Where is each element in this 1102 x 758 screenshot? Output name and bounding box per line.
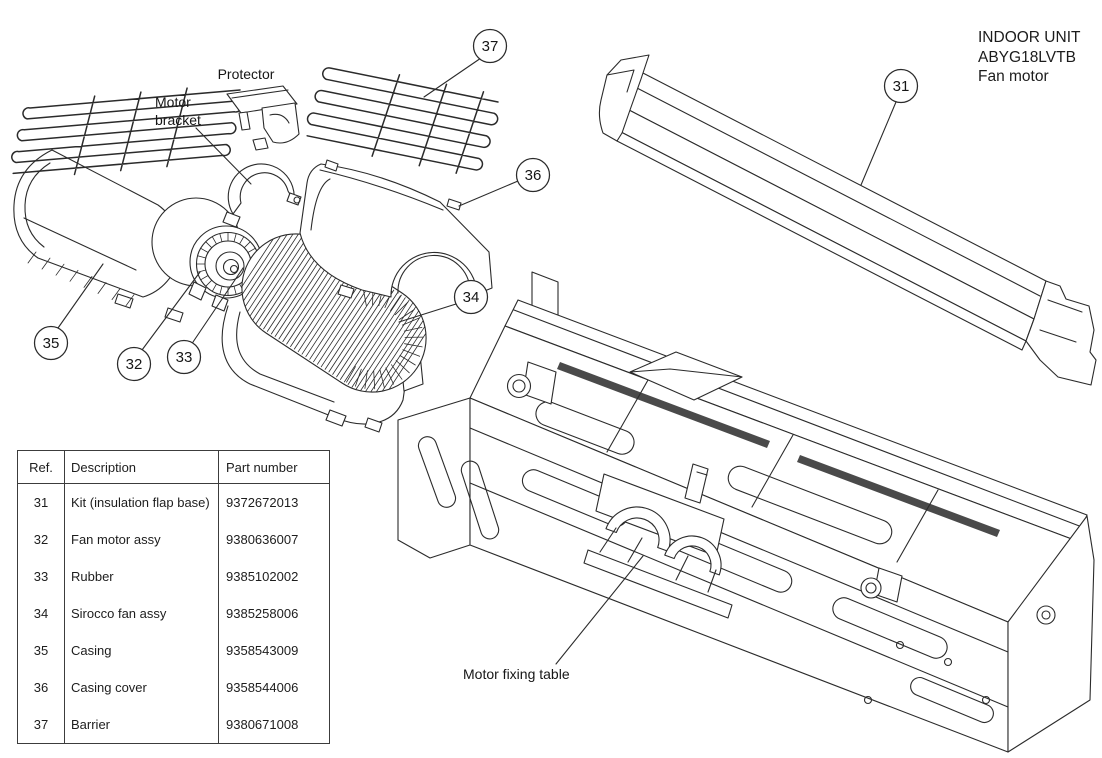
- table-row: 35 Casing 9358543009: [17, 632, 330, 669]
- motor-bracket-label-line2: bracket: [155, 112, 201, 128]
- row-part-number: 9385258006: [226, 606, 299, 621]
- casing-drawing: [13, 149, 184, 323]
- sirocco-fan-drawing: [241, 233, 427, 393]
- callout-31-number: 31: [893, 78, 910, 95]
- table-row: 31 Kit (insulation flap base) 9372672013: [17, 483, 330, 521]
- row-part-number: 9358544006: [226, 680, 299, 695]
- motor-bracket-drawing: [222, 163, 302, 228]
- parts-table: Ref. Description Part number 31 Kit (ins…: [17, 450, 330, 744]
- header-description: Description: [64, 450, 219, 484]
- parts-table-header-row: Ref. Description Part number: [17, 450, 330, 484]
- callout-33-number: 33: [176, 349, 193, 366]
- table-row: 32 Fan motor assy 9380636007: [17, 521, 330, 558]
- callout-37: 37: [472, 28, 508, 64]
- title-unit-type: INDOOR UNIT: [978, 29, 1081, 46]
- table-row: 34 Sirocco fan assy 9385258006: [17, 595, 330, 632]
- callout-32: 32: [116, 346, 152, 382]
- callout-35-number: 35: [43, 335, 60, 352]
- fan-end-fins: [346, 286, 424, 390]
- leader-37: [423, 57, 482, 98]
- callout-34: 34: [453, 279, 489, 315]
- leader-34: [398, 303, 457, 323]
- row-description: Barrier: [64, 706, 219, 744]
- callout-35: 35: [33, 325, 69, 361]
- row-ref: 32: [17, 521, 65, 558]
- motor-fixing-table-label: Motor fixing table: [463, 666, 570, 682]
- row-ref: 37: [17, 706, 65, 744]
- row-part-number: 9385102002: [226, 569, 299, 584]
- row-part-number: 9380671008: [226, 717, 299, 732]
- row-ref: 31: [17, 483, 65, 521]
- callout-32-number: 32: [126, 356, 143, 373]
- leader-motor-bracket: [195, 127, 252, 185]
- row-description: Fan motor assy: [64, 521, 219, 558]
- callout-34-number: 34: [463, 289, 480, 306]
- casing-hatching: [27, 251, 135, 307]
- callout-33: 33: [166, 339, 202, 375]
- fan-blades: [241, 233, 427, 393]
- left-shaft-boss: [506, 373, 532, 399]
- callout-36: 36: [515, 157, 551, 193]
- table-row: 36 Casing cover 9358544006: [17, 669, 330, 706]
- header-ref: Ref.: [17, 450, 65, 484]
- protector-drawing: [226, 85, 300, 151]
- header-part-number: Part number: [218, 450, 330, 484]
- title-block: INDOOR UNIT ABYG18LVTB Fan motor: [978, 28, 1080, 87]
- motor-fixing-table-drawing: [583, 473, 733, 619]
- callout-37-number: 37: [482, 38, 499, 55]
- chassis-left-wall: [397, 397, 471, 559]
- protector-label: Protector: [218, 66, 275, 82]
- row-description: Sirocco fan assy: [64, 595, 219, 632]
- chassis-drawing: [397, 271, 1095, 753]
- title-subassembly: Fan motor: [978, 68, 1049, 85]
- leader-31: [860, 101, 897, 186]
- leader-33: [192, 267, 244, 343]
- left-wall-slot: [417, 436, 457, 508]
- table-row: 33 Rubber 9385102002: [17, 558, 330, 595]
- barrier-grille-wires: [306, 67, 499, 174]
- title-model-number: ABYG18LVTB: [978, 48, 1076, 66]
- top-face-slots: [535, 401, 893, 545]
- row-description: Casing: [64, 632, 219, 669]
- row-ref: 35: [17, 632, 65, 669]
- callout-36-number: 36: [525, 167, 542, 184]
- row-part-number: 9358543009: [226, 643, 299, 658]
- table-row: 37 Barrier 9380671008: [17, 706, 330, 744]
- chassis-right-face: [1007, 515, 1095, 753]
- leader-32: [141, 271, 201, 351]
- casing-cover-drawing: [299, 159, 493, 299]
- row-ref: 36: [17, 669, 65, 706]
- row-ref: 34: [17, 595, 65, 632]
- motor-bracket-label-line1: Motor: [155, 94, 191, 110]
- leader-36: [458, 180, 519, 207]
- leader-motor-fixing-table: [555, 555, 644, 665]
- right-shaft-boss: [860, 577, 882, 599]
- row-part-number: 9372672013: [226, 495, 299, 510]
- leader-lines: [57, 57, 897, 665]
- callout-31: 31: [883, 68, 919, 104]
- row-description: Kit (insulation flap base): [64, 483, 219, 521]
- row-description: Rubber: [64, 558, 219, 595]
- row-ref: 33: [17, 558, 65, 595]
- row-part-number: 9380636007: [226, 532, 299, 547]
- insulation-flap-base-drawing: [598, 54, 1097, 386]
- leader-35: [57, 263, 104, 329]
- row-description: Casing cover: [64, 669, 219, 706]
